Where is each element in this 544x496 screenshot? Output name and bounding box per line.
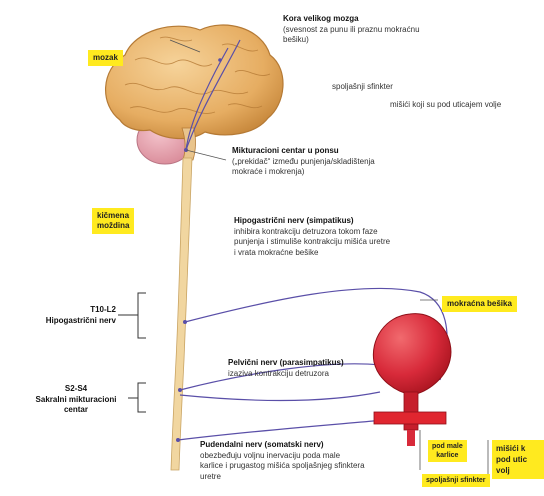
tag-pelvic-floor-line2: karlice — [432, 451, 463, 460]
pons-label: Mikturacioni centar u ponsu („prekidač“ … — [232, 146, 452, 178]
pudendal-title: Pudendalni nerv (somatski nerv) — [200, 440, 400, 451]
pons-title: Mikturacioni centar u ponsu — [232, 146, 452, 157]
tag-muscles-line3: volj — [496, 465, 540, 476]
s2-s4-line3: centar — [24, 405, 128, 416]
pelvic-label: Pelvični nerv (parasimpatikus) izaziva k… — [228, 358, 408, 379]
pelvic-desc: izaziva kontrakciju detruzora — [228, 369, 408, 380]
hypogastric-desc-1: inhibira kontrakciju detruzora tokom faz… — [234, 227, 464, 238]
tag-pelvic-floor: pod male karlice — [428, 440, 467, 462]
cortex-desc-1: (svesnost za punu ili praznu mokraćnu — [283, 25, 483, 36]
pudendal-nerve-path — [178, 420, 385, 440]
sensory-return-path — [180, 392, 380, 401]
s2-s4-line1: S2-S4 — [24, 384, 128, 395]
pudendal-label: Pudendalni nerv (somatski nerv) obezbeđu… — [200, 440, 400, 482]
pelvic-title: Pelvični nerv (parasimpatikus) — [228, 358, 408, 369]
hypogastric-desc-3: i vrata mokraćne bešike — [234, 248, 464, 259]
urethra — [407, 430, 415, 446]
tag-muscles-line2: pod utic — [496, 454, 540, 465]
hypogastric-title: Hipogastrični nerv (simpatikus) — [234, 216, 464, 227]
pudendal-desc-2: karlice i prugastog mišića spoljašnjeg s… — [200, 461, 400, 472]
t10-l2-line1: T10-L2 — [20, 305, 116, 316]
pudendal-desc-1: obezbeđuju voljnu inervaciju poda male — [200, 451, 400, 462]
tag-spinal-cord: kičmena moždina — [92, 208, 134, 234]
pons-desc-2: mokraće i mokrenja) — [232, 167, 452, 178]
voluntary-muscles-label: mišići koji su pod uticajem volje — [390, 100, 501, 111]
t10-l2-line2: Hipogastrični nerv — [20, 316, 116, 327]
cortex-desc-2: bešiku) — [283, 35, 483, 46]
pons-desc-1: („prekidač“ između punjenja/skladištenja — [232, 157, 452, 168]
tag-voluntary-muscles: mišići k pod utic volj — [492, 440, 544, 479]
tag-ext-sphincter: spoljašnji sfinkter — [422, 474, 490, 487]
hypogastric-label: Hipogastrični nerv (simpatikus) inhibira… — [234, 216, 464, 258]
tag-pelvic-floor-line1: pod male — [432, 442, 463, 451]
cortex-label: Kora velikog mozga (svesnost za punu ili… — [283, 14, 483, 46]
spinal-cord — [171, 158, 192, 470]
cortex-title: Kora velikog mozga — [283, 14, 483, 25]
tag-bladder: mokraćna bešika — [442, 296, 517, 312]
s2-s4-line2: Sakralni mikturacioni — [24, 395, 128, 406]
tag-spinal-line2: moždina — [97, 221, 129, 231]
tag-muscles-line1: mišići k — [496, 443, 540, 454]
brain — [106, 25, 283, 139]
external-sphincter — [374, 412, 446, 424]
pudendal-desc-3: uretre — [200, 472, 400, 483]
bladder — [373, 314, 451, 395]
tag-spinal-line1: kičmena — [97, 211, 129, 221]
tag-brain: mozak — [88, 50, 123, 66]
t10-l2-label: T10-L2 Hipogastrični nerv — [20, 305, 116, 326]
s2-s4-label: S2-S4 Sakralni mikturacioni centar — [24, 384, 128, 416]
hypogastric-desc-2: punjenja i stimuliše kontrakciju mišića … — [234, 237, 464, 248]
ext-sphincter-label: spoljašnji sfinkter — [332, 82, 393, 93]
